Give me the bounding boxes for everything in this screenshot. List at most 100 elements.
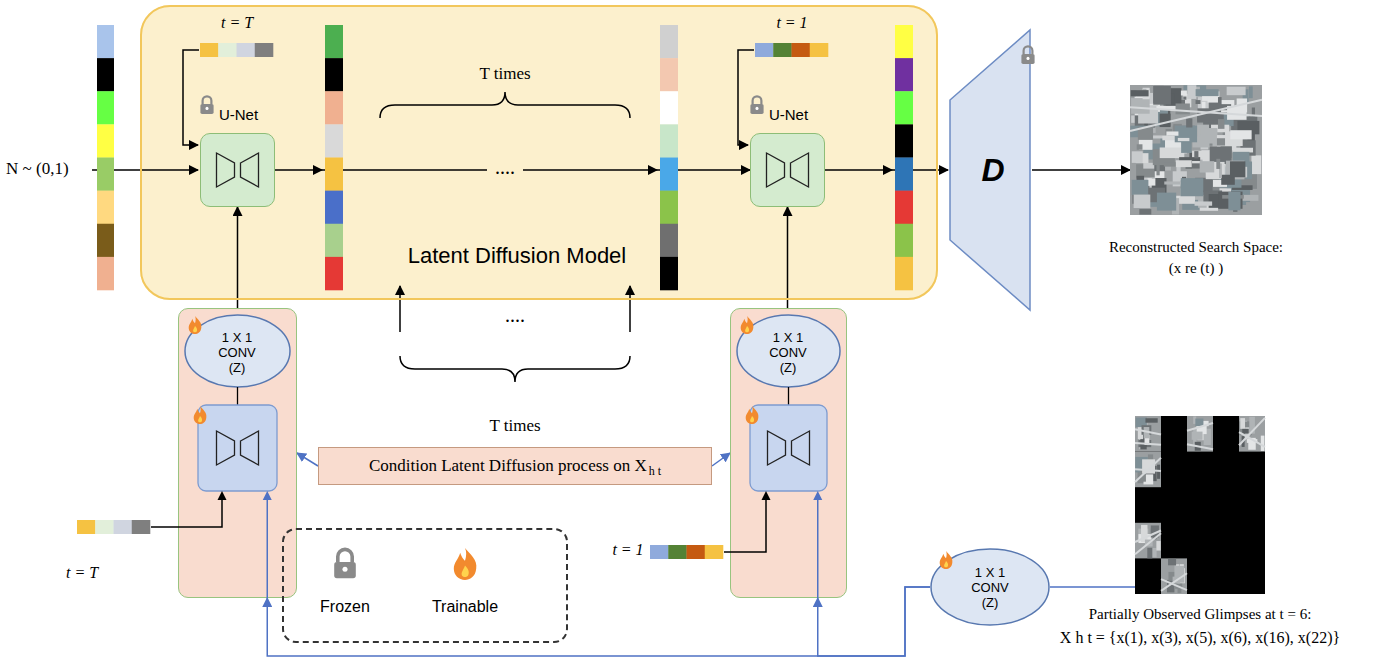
conv-block: 1 X 1 CONV (Z) [178,308,297,598]
annotation-label: t = 1 [776,14,807,31]
lock-shackle [338,549,352,562]
latent-vector [660,25,678,290]
lock-shackle [1024,46,1033,54]
latent-cell [132,520,151,534]
encoder-icon [216,153,234,187]
text-slot: Latent Diffusion Model [385,243,649,269]
photo-road [1187,444,1213,449]
condition-arrow [629,286,631,332]
text-slot: U-Net [189,106,288,124]
brace [400,356,630,382]
unet-box-drawing [750,133,825,207]
annotation-label: T times [479,64,530,83]
photo-road [1135,458,1161,482]
latent-cell [660,257,678,290]
latent-cell [895,124,913,157]
photo-ground [1187,416,1213,452]
decoder-trapezoid: D [948,28,1032,312]
lock-keyhole [1026,57,1029,60]
photo-detail [1251,155,1261,174]
latent-cell [325,58,343,91]
photo-detail [1132,180,1149,195]
photo-detail [1139,209,1151,214]
photo-detail [1249,86,1253,98]
text-slot: Partially Observed Glimpses at t = 6: X h… [1030,606,1370,647]
inner-line [236,387,237,405]
fire-icon [740,316,753,334]
decoder-icon [791,431,809,465]
text-slot: Reconstructed Search Space: (x re (t) ) [1106,237,1286,279]
lock-keyhole [205,107,208,110]
latent-cell [255,43,274,57]
latent-cell [660,58,678,91]
annotation-label: .... [487,156,523,178]
conv-ellipse [931,549,1049,625]
photo-detail [1168,559,1176,566]
latent-cell [97,257,114,290]
condition-box: Condition Latent Diffusion process on Xh… [318,447,712,485]
photo-road [1239,418,1265,445]
timestep-embedding [755,43,828,57]
annotation-label: t = T [66,564,98,581]
photo-detail [1261,436,1265,451]
flame-outer [740,316,753,334]
latent-vector [97,25,114,290]
glimpse-image: Partially Observed Glimpses at t = 6:X h… [1135,416,1265,594]
photo-ground [1130,85,1262,215]
annotation-label: .... [505,304,525,326]
text-slot: 1 X 1 CONV (Z) [179,327,295,377]
glimpse-image-text: X h t = {x(1), x(3), x(5), x(6), x(16), … [1030,629,1370,647]
latent-vector [895,25,913,290]
flame-inner [193,325,197,331]
latent-cell [660,25,678,58]
latent-cell [773,43,792,57]
flame-outer [940,551,953,569]
photo-detail [1153,86,1171,105]
flame-inner [944,561,948,567]
photo-detail [1187,85,1196,99]
encoder-icon [767,431,785,465]
photo-road [1130,107,1262,116]
diffusion-region-fill [140,5,938,300]
latent-cell [895,25,913,58]
photo-detail [1232,148,1253,153]
brace [380,92,630,118]
latent-cell [97,58,114,91]
condition-box-text: Condition Latent Diffusion process on X [369,456,647,476]
photo-road [1135,443,1161,445]
photo-detail [1160,147,1185,158]
arrowhead [313,165,323,175]
decoder-icon [790,153,808,187]
legend-item: Frozen [295,544,395,616]
decoder-shape [950,30,1030,310]
photo-detail [1176,165,1180,180]
latent-cell [77,520,96,534]
timestep-line [730,498,766,552]
photo-ground [1239,416,1265,452]
photo-detail [1164,166,1171,170]
conv-ellipse: 1 X 1 CONV (Z) [930,548,1050,626]
photo-detail [1195,201,1213,205]
connector [237,207,239,308]
latent-cell [97,191,114,224]
latent-vector [325,25,343,290]
photo-detail [1157,193,1176,211]
latent-cell [325,257,343,290]
glimpse-image-text: Partially Observed Glimpses at t = 6: [1030,606,1370,623]
latent-cell [97,124,114,157]
flame-inner [462,566,469,577]
arrowhead [262,491,271,500]
photo-detail [1230,161,1245,177]
fire-icon [454,548,477,580]
condition-box-text: h t [649,464,661,479]
lock-body [200,104,213,114]
lock-body [1021,54,1034,64]
lock-body [750,104,763,114]
latent-cell [895,58,913,91]
photo-detail [1147,548,1152,559]
connector [1050,586,1135,588]
photo-detail [1132,151,1143,163]
latent-cell [97,224,114,257]
